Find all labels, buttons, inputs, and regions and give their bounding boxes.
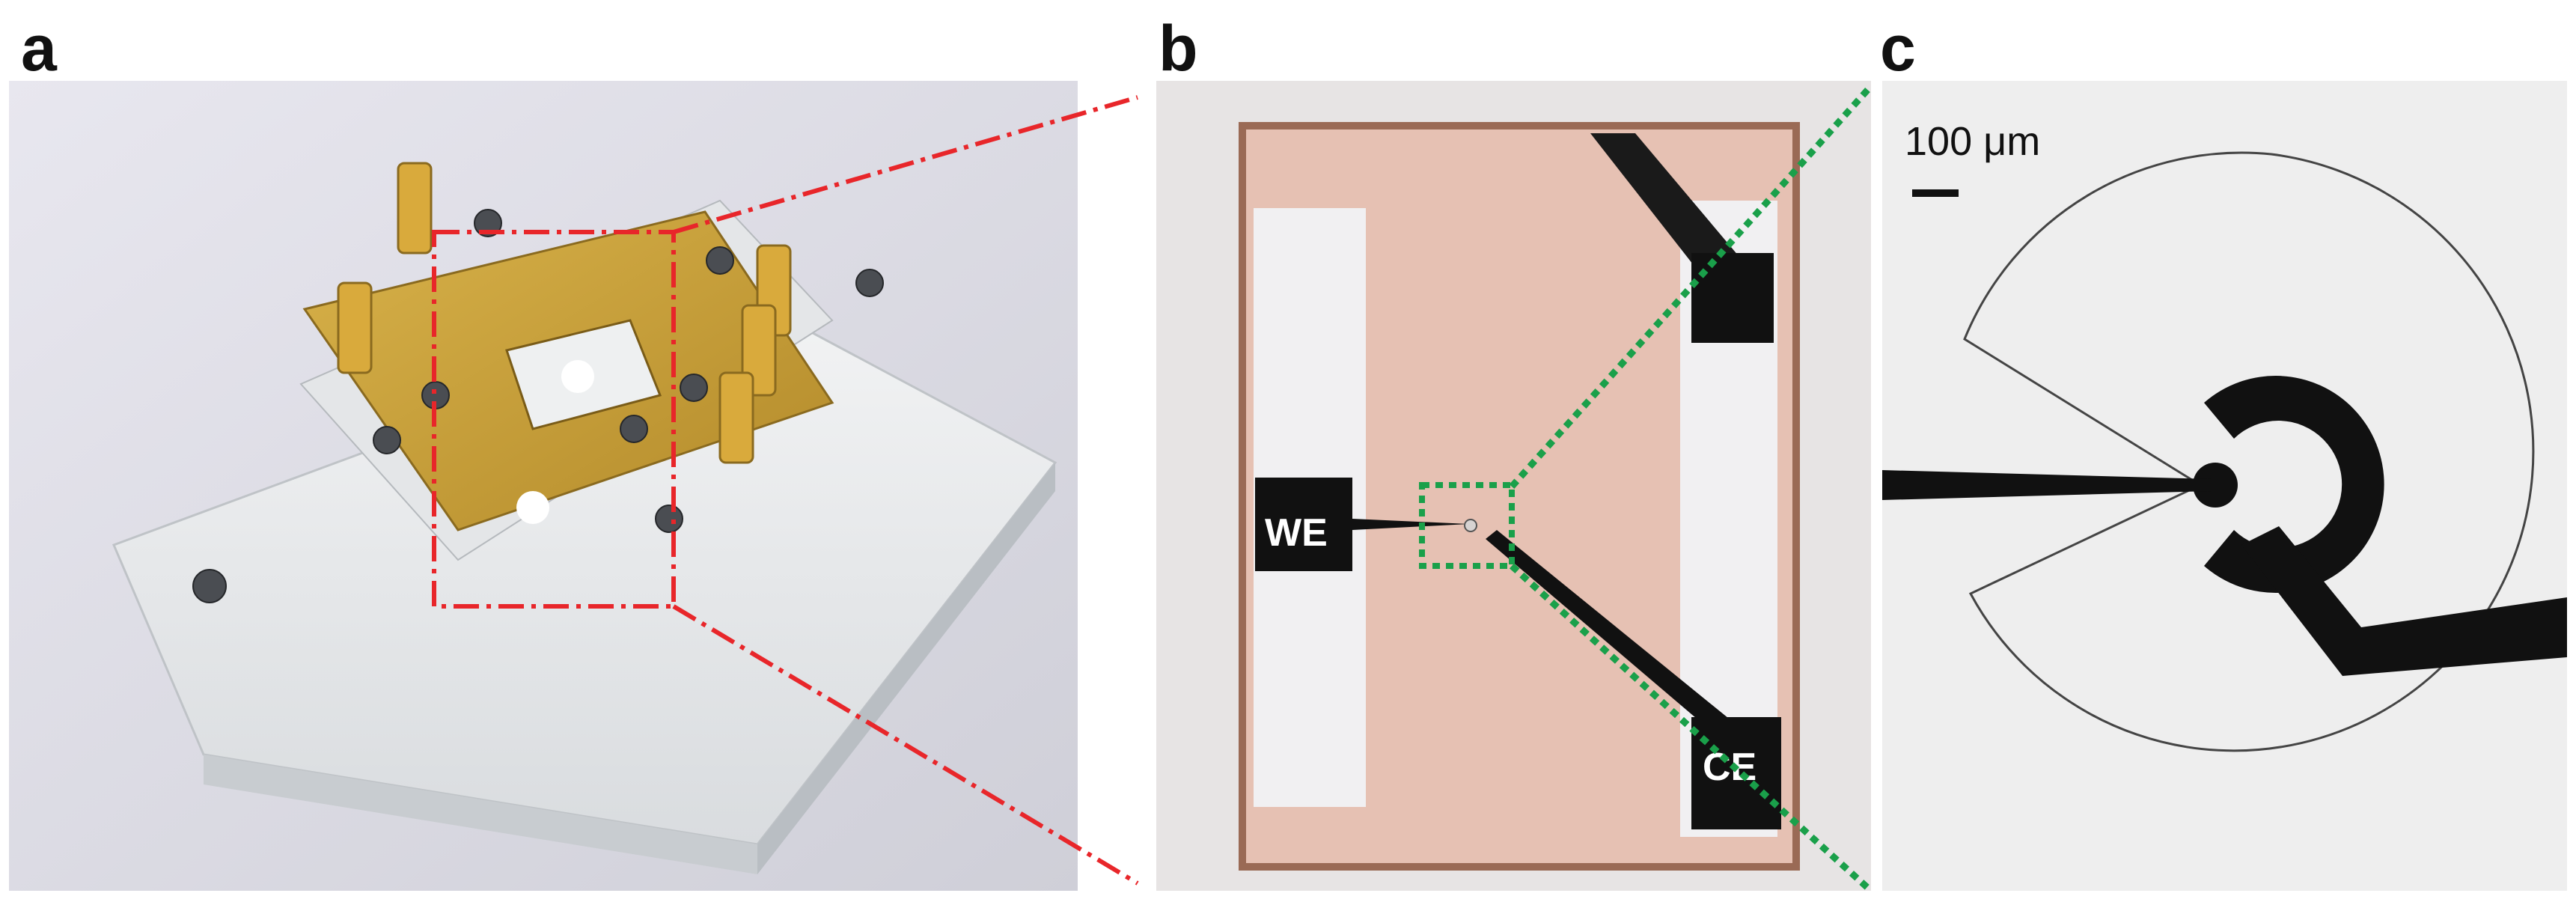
ce-label: CE [1703,746,1757,789]
panel-b-label: b [1159,13,1198,85]
panel-c-label: c [1880,13,1916,85]
scale-bar-label: 100 μm [1905,119,2041,164]
we-pad [1255,478,1352,571]
panel-a-device-photo [9,81,1078,891]
panel-c-micrograph [1882,81,2567,891]
panel-b-chip-photo [1156,81,1871,891]
we-label: WE [1265,511,1328,555]
panel-a-label: a [21,13,57,85]
scale-bar [1912,189,1959,197]
